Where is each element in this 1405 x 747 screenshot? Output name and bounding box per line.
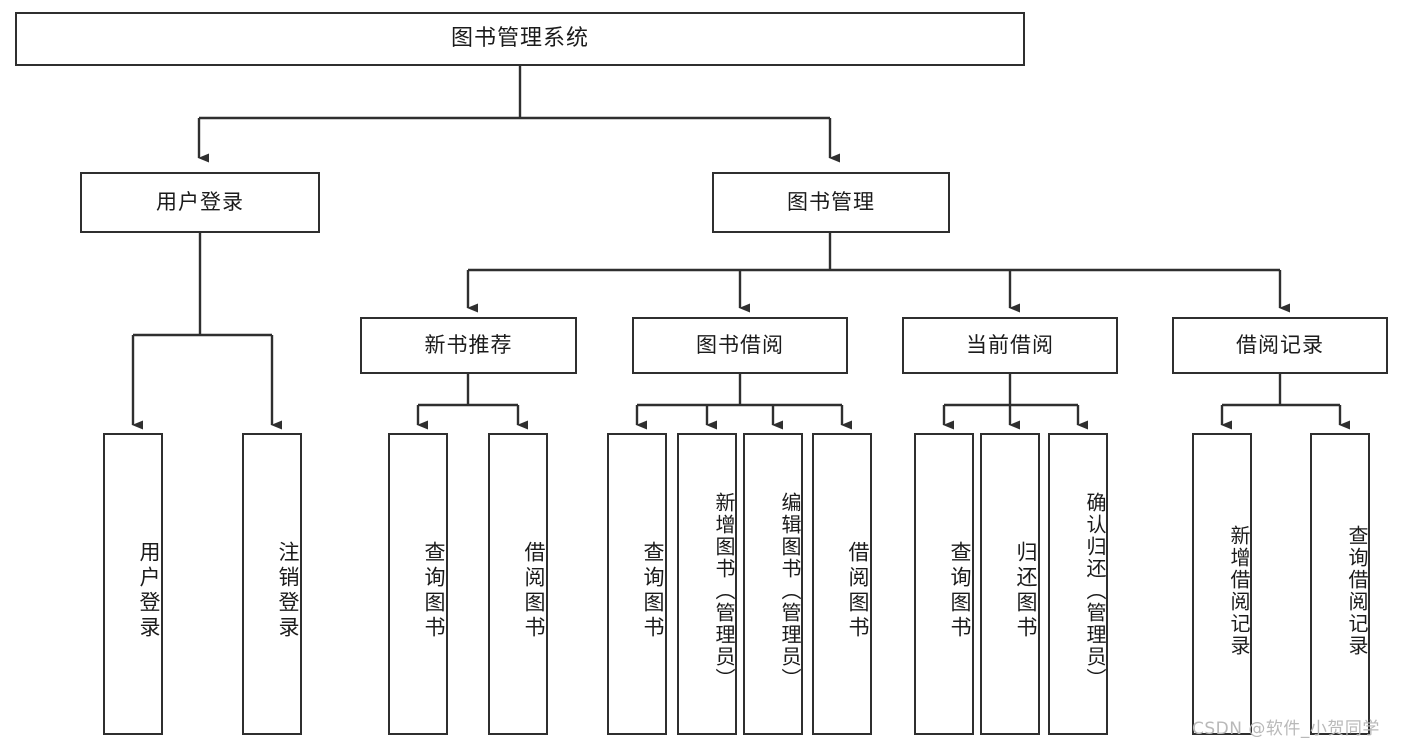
node-label: 查询图书 xyxy=(641,541,665,641)
node-label: 借阅图书 xyxy=(846,541,870,641)
leaf-borrow-record-add-record[interactable]: 新增借阅记录 xyxy=(1192,433,1252,735)
node-label: 图书管理系统 xyxy=(450,25,589,51)
node-root-library-system[interactable]: 图书管理系统 xyxy=(15,12,1025,66)
node-label: 借阅记录 xyxy=(1236,332,1324,357)
node-book-management[interactable]: 图书管理 xyxy=(712,172,950,233)
leaf-book-borrow-add-book-admin[interactable]: 新增图书（管理员） xyxy=(677,433,737,735)
node-label: 借阅图书 xyxy=(522,541,546,641)
leaf-user-login-login[interactable]: 用户登录 xyxy=(103,433,163,735)
node-label: 查询图书 xyxy=(948,541,972,641)
csdn-watermark: CSDN @软件_小贺同学 xyxy=(1192,719,1380,739)
node-label: 查询图书 xyxy=(422,541,446,641)
node-current-borrow[interactable]: 当前借阅 xyxy=(902,317,1118,374)
node-label: 用户登录 xyxy=(156,189,244,214)
node-label: 编辑图书（管理员） xyxy=(778,492,802,690)
leaf-new-book-query-book[interactable]: 查询图书 xyxy=(388,433,448,735)
leaf-borrow-record-query-record[interactable]: 查询借阅记录 xyxy=(1310,433,1370,735)
node-borrow-record[interactable]: 借阅记录 xyxy=(1172,317,1388,374)
node-label: 确认归还（管理员） xyxy=(1083,492,1107,690)
node-label: 新书推荐 xyxy=(424,332,513,357)
leaf-new-book-borrow-book[interactable]: 借阅图书 xyxy=(488,433,548,735)
node-label: 新增图书（管理员） xyxy=(712,492,736,690)
node-label: 注销登录 xyxy=(276,541,300,641)
node-user-login[interactable]: 用户登录 xyxy=(80,172,320,233)
node-book-borrow[interactable]: 图书借阅 xyxy=(632,317,848,374)
leaf-user-login-logout[interactable]: 注销登录 xyxy=(242,433,302,735)
node-label: 用户登录 xyxy=(137,541,161,641)
node-label: 图书管理 xyxy=(787,189,875,214)
node-label: 查询借阅记录 xyxy=(1345,525,1369,657)
node-label: 图书借阅 xyxy=(696,332,784,357)
node-label: 当前借阅 xyxy=(966,332,1054,357)
node-label: 新增借阅记录 xyxy=(1227,525,1251,657)
node-new-book-recommend[interactable]: 新书推荐 xyxy=(360,317,577,374)
leaf-current-borrow-confirm-return-admin[interactable]: 确认归还（管理员） xyxy=(1048,433,1108,735)
leaf-book-borrow-edit-book-admin[interactable]: 编辑图书（管理员） xyxy=(743,433,803,735)
leaf-book-borrow-query-book[interactable]: 查询图书 xyxy=(607,433,667,735)
node-label: 归还图书 xyxy=(1014,541,1038,641)
leaf-current-borrow-query-book[interactable]: 查询图书 xyxy=(914,433,974,735)
leaf-current-borrow-return-book[interactable]: 归还图书 xyxy=(980,433,1040,735)
leaf-book-borrow-borrow-book[interactable]: 借阅图书 xyxy=(812,433,872,735)
